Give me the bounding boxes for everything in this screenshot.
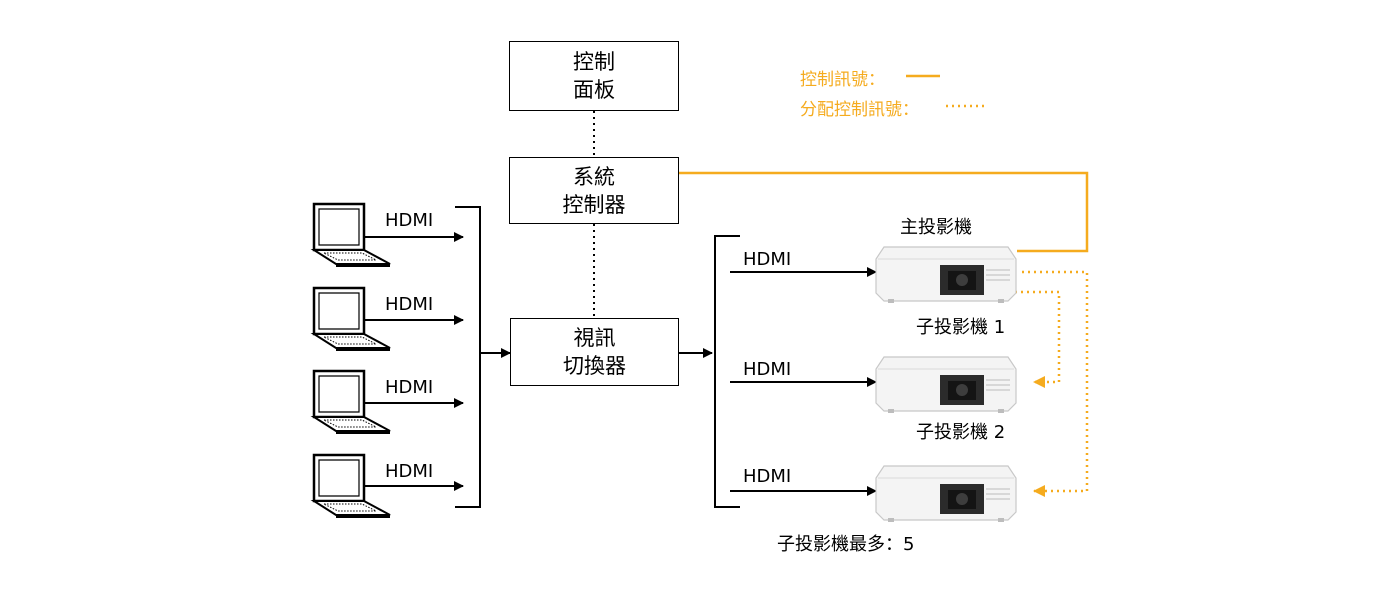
distributed-signal-inner xyxy=(1015,290,1061,388)
projector-icon xyxy=(875,465,1017,522)
legend-distributed-control-signal: 分配控制訊號： xyxy=(800,100,919,120)
hdmi-label: HDMI xyxy=(743,466,792,487)
control-panel-label-line1: 控制 xyxy=(573,50,615,74)
system-controller-label-line1: 系統 xyxy=(573,164,615,189)
system-controller-box: 系統 控制器 xyxy=(509,157,679,224)
laptop-icon xyxy=(310,453,391,518)
hdmi-label: HDMI xyxy=(743,249,792,270)
laptop-icon xyxy=(310,202,391,267)
video-switcher-label-line1: 視訊 xyxy=(573,326,616,350)
laptop-icon xyxy=(310,286,391,351)
video-switcher-label-line2: 切換器 xyxy=(563,354,626,378)
hdmi-label: HDMI xyxy=(385,377,434,398)
main-projector-label: 主投影機 xyxy=(900,217,972,238)
control-panel-label-line2: 面板 xyxy=(573,78,615,102)
hdmi-label: HDMI xyxy=(385,461,434,482)
hdmi-label: HDMI xyxy=(385,294,434,315)
control-signal-line xyxy=(679,171,1089,253)
projector-icon xyxy=(875,246,1017,303)
input-bracket xyxy=(455,206,481,508)
hdmi-label: HDMI xyxy=(385,210,434,231)
hdmi-label: HDMI xyxy=(743,359,792,380)
projector-icon xyxy=(875,356,1017,413)
sub-projector-1-label: 子投影機 1 xyxy=(916,317,1006,338)
sub-projector-2-label: 子投影機 2 xyxy=(916,422,1006,443)
distributed-signal-outer xyxy=(1022,270,1089,497)
video-switcher-box: 視訊 切換器 xyxy=(510,318,679,386)
output-bracket xyxy=(714,235,740,508)
sub-projector-max-label: 子投影機最多：5 xyxy=(777,534,915,555)
system-controller-label-line2: 控制器 xyxy=(562,192,626,217)
legend-control-signal: 控制訊號： xyxy=(800,70,885,90)
control-panel-box: 控制 面板 xyxy=(509,41,679,111)
laptop-icon xyxy=(310,369,391,434)
